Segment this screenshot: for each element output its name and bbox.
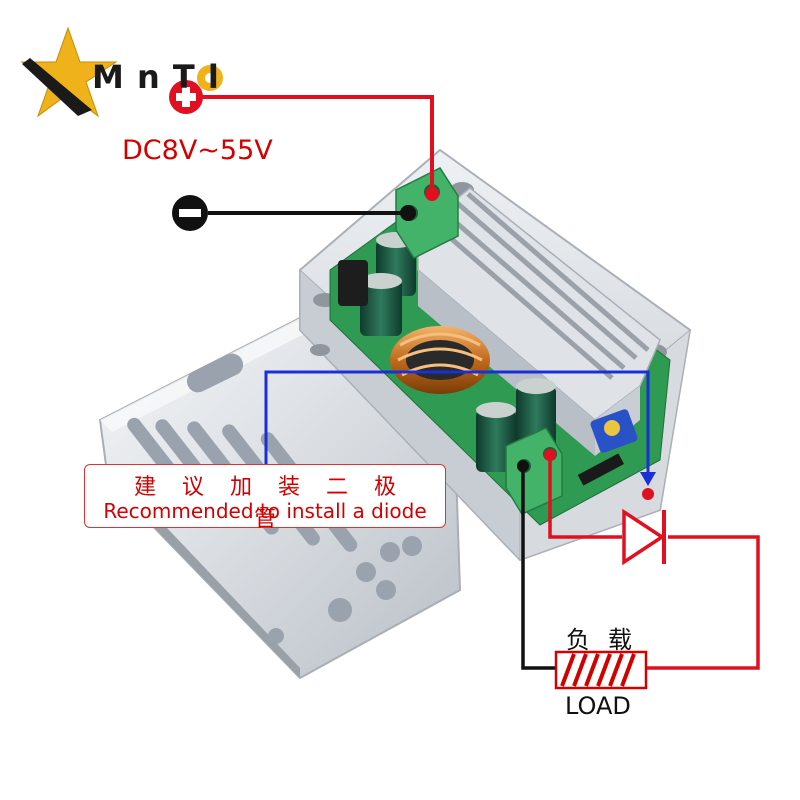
- load-label-chinese: 负载: [566, 626, 650, 654]
- output-positive-wire: [544, 449, 760, 670]
- trimmer-potentiometer: [590, 409, 638, 453]
- gear-icon: [197, 65, 223, 91]
- output-negative-wire: [517, 460, 556, 670]
- brand-logo-text: M n T l: [92, 58, 220, 96]
- note-chinese: 建议加装二极管: [133, 475, 422, 532]
- capacitor: [338, 232, 556, 472]
- negative-terminal-icon: [172, 195, 208, 231]
- positive-terminal-icon: [169, 80, 203, 114]
- negative-input-wire: [208, 205, 416, 221]
- note-english: Recommended to install a diode: [103, 499, 427, 523]
- diode-icon: [622, 508, 666, 566]
- diode-recommendation-note: 建议加装二极管 Recommended to install a diode: [84, 464, 446, 532]
- load-resistor-icon: [554, 650, 648, 690]
- input-voltage-range: DC8V~55V: [122, 135, 273, 166]
- inductor-coil: [390, 326, 490, 394]
- load-label-english: LOAD: [565, 692, 631, 720]
- positive-input-wire: [197, 95, 439, 201]
- output-signal-wire: [264, 370, 656, 500]
- brand-star-icon: [20, 26, 118, 118]
